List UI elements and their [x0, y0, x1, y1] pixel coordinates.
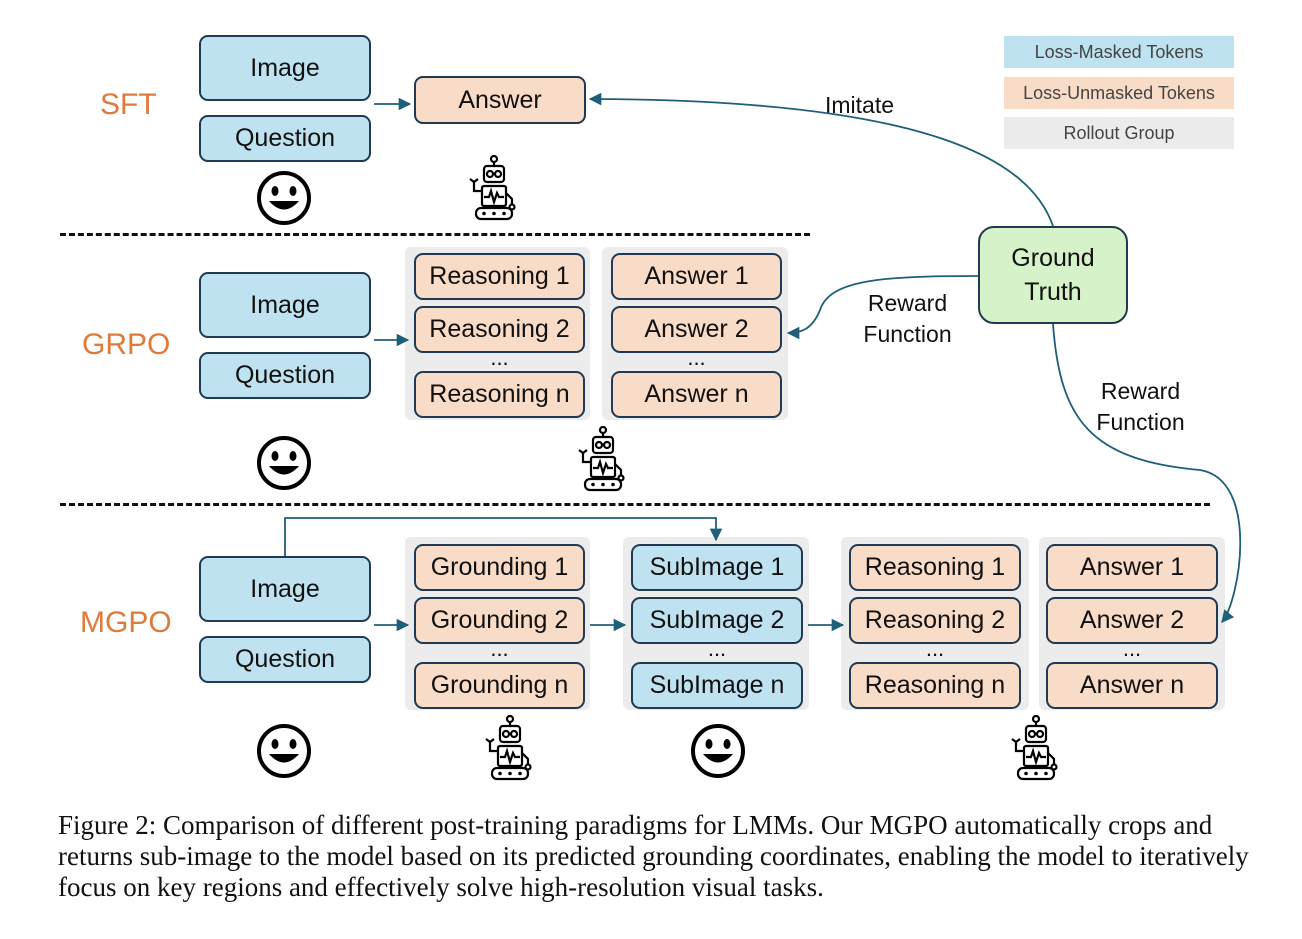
smiley-face-icon: [257, 436, 311, 490]
mgpo-reasoning-1: Reasoning 1: [849, 544, 1021, 591]
grpo-image-box: Image: [199, 272, 371, 338]
mgpo-subimage-ellipsis: ...: [707, 636, 727, 661]
mgpo-reasoning-2: Reasoning 2: [849, 597, 1021, 644]
robot-icon: [469, 155, 516, 221]
grpo-reasoning-1: Reasoning 1: [414, 253, 585, 300]
grpo-reasoning-ellipsis: ...: [490, 345, 509, 370]
legend-loss-unmasked: Loss-Unmasked Tokens: [1004, 77, 1234, 109]
robot-icon: [578, 426, 625, 492]
grpo-answer-ellipsis: ...: [687, 345, 706, 370]
mgpo-reasoning-n: Reasoning n: [849, 662, 1021, 709]
separator-sft-grpo: [60, 233, 810, 236]
sft-answer-box: Answer: [414, 76, 586, 124]
robot-icon: [485, 715, 532, 781]
grpo-answer-n: Answer n: [611, 371, 782, 418]
grpo-reasoning-2: Reasoning 2: [414, 306, 585, 353]
mgpo-grounding-n: Grounding n: [414, 662, 585, 709]
ground-truth-line1: Ground: [1011, 244, 1095, 272]
grpo-answer-1: Answer 1: [611, 253, 782, 300]
sft-row-label: SFT: [100, 88, 157, 121]
mgpo-answer-1: Answer 1: [1046, 544, 1218, 591]
mgpo-grounding-ellipsis: ...: [490, 636, 509, 661]
smiley-face-icon: [257, 171, 311, 225]
ground-truth-line2: Truth: [1024, 278, 1082, 306]
grpo-question-box: Question: [199, 352, 371, 399]
mgpo-question-box: Question: [199, 636, 371, 683]
figure-caption: Figure 2: Comparison of different post-t…: [58, 810, 1249, 902]
arrow-reward-mgpo: [1052, 323, 1242, 623]
reward-function-label-grpo: Reward Function: [850, 288, 965, 350]
mgpo-subimage-n: SubImage n: [631, 662, 803, 709]
grpo-row-label: GRPO: [82, 328, 171, 361]
arrow-image-to-subimage: [284, 517, 723, 556]
ground-truth-box: Ground Truth: [978, 226, 1128, 324]
robot-icon: [1011, 715, 1058, 781]
mgpo-reasoning-ellipsis: ...: [925, 636, 945, 661]
reward-function-grpo-line1: Reward: [867, 290, 948, 316]
smiley-face-icon: [691, 724, 745, 778]
grpo-reasoning-n: Reasoning n: [414, 371, 585, 418]
reward-function-label-mgpo: Reward Function: [1083, 376, 1198, 438]
mgpo-answer-n: Answer n: [1046, 662, 1218, 709]
mgpo-answer-ellipsis: ...: [1122, 636, 1142, 661]
mgpo-image-box: Image: [199, 556, 371, 622]
mgpo-grounding-1: Grounding 1: [414, 544, 585, 591]
smiley-face-icon: [257, 724, 311, 778]
arrow-reward-grpo: [786, 275, 979, 340]
arrow-ground-truth-imitate: [588, 92, 1054, 227]
reward-function-grpo-line2: Function: [863, 321, 952, 347]
mgpo-answer-2: Answer 2: [1046, 597, 1218, 644]
legend-loss-masked: Loss-Masked Tokens: [1004, 36, 1234, 68]
reward-function-mgpo-line1: Reward: [1100, 378, 1181, 404]
reward-function-mgpo-line2: Function: [1096, 409, 1185, 435]
mgpo-subimage-1: SubImage 1: [631, 544, 803, 591]
sft-question-box: Question: [199, 115, 371, 162]
legend-rollout-group: Rollout Group: [1004, 117, 1234, 149]
sft-image-box: Image: [199, 35, 371, 101]
mgpo-row-label: MGPO: [80, 606, 172, 639]
mgpo-grounding-2: Grounding 2: [414, 597, 585, 644]
grpo-answer-2: Answer 2: [611, 306, 782, 353]
separator-grpo-mgpo: [60, 503, 1210, 506]
mgpo-subimage-2: SubImage 2: [631, 597, 803, 644]
